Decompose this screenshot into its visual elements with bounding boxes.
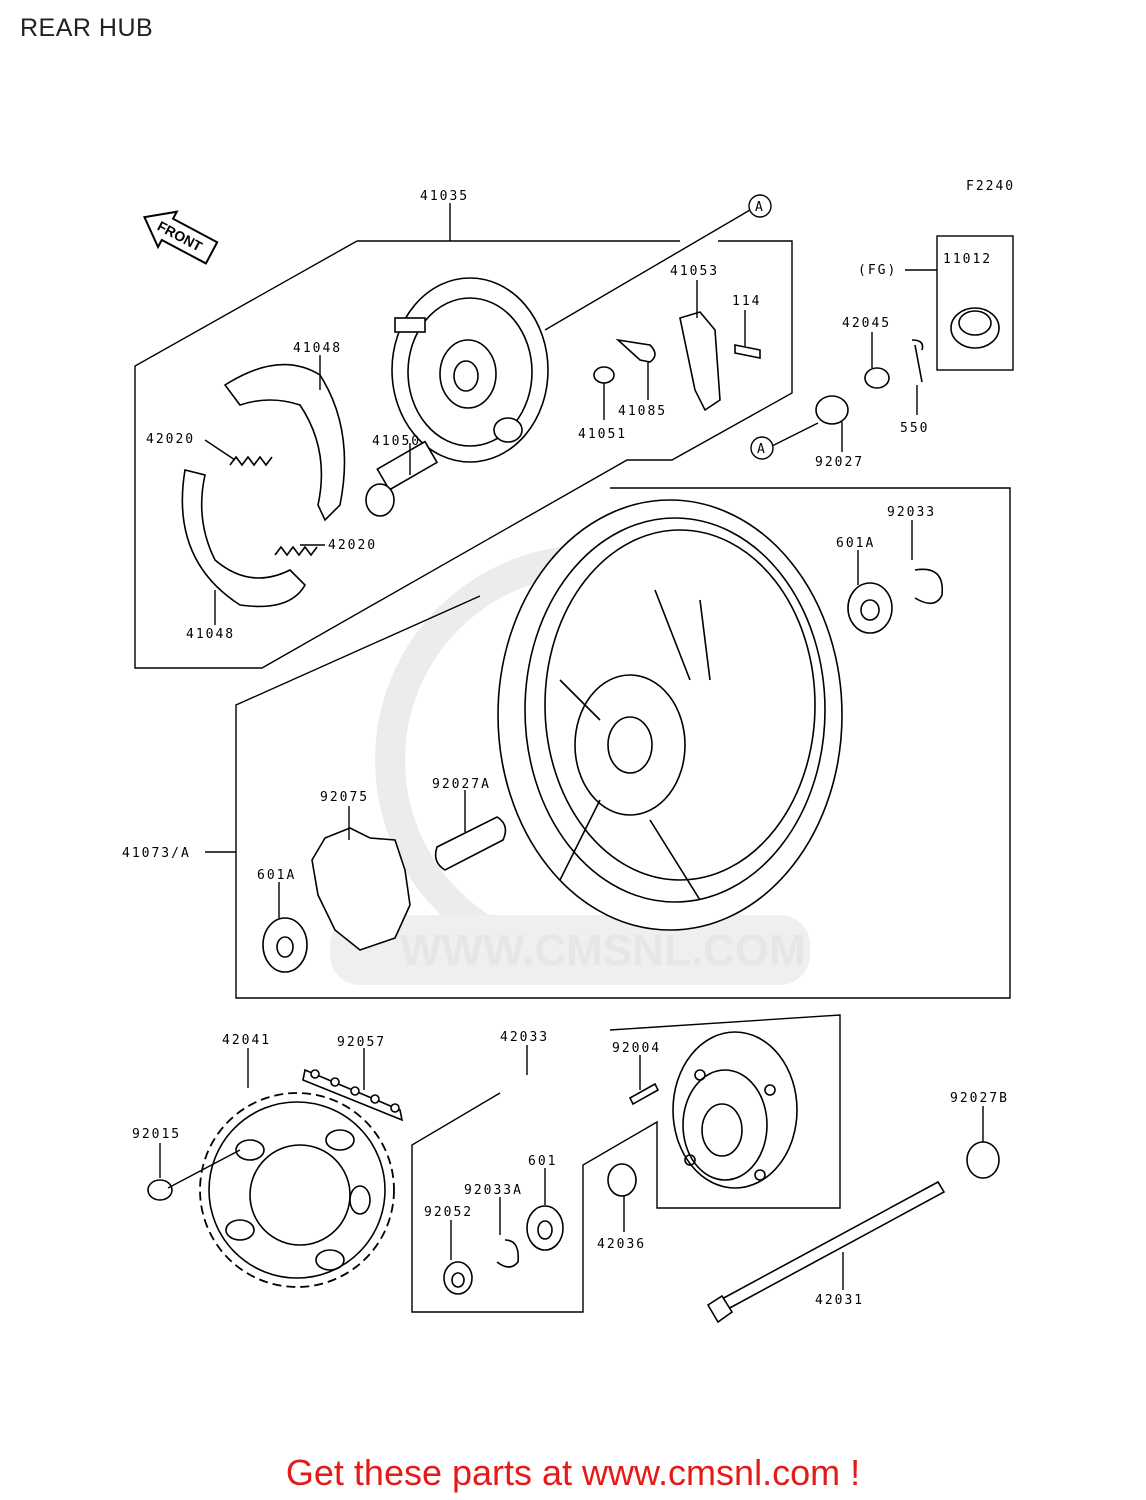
leader-92015-to-sprocket — [167, 1149, 241, 1189]
nut-42045 — [864, 367, 890, 389]
spring-upper-icon — [229, 455, 273, 467]
label-41050: 41050 — [372, 434, 421, 449]
front-arrow-icon: FRONT — [142, 210, 219, 265]
figure-code: F2240 — [966, 179, 1015, 194]
label-42041: 42041 — [222, 1033, 271, 1048]
bearing-601 — [526, 1205, 564, 1251]
label-41085: 41085 — [618, 404, 667, 419]
bearing-601a-upper — [847, 582, 893, 634]
brake-group-outline-right — [134, 240, 793, 669]
label-92004: 92004 — [612, 1041, 661, 1056]
page-title: REAR HUB — [20, 14, 154, 42]
label-42045: 42045 — [842, 316, 891, 331]
axle-42031 — [706, 1180, 946, 1324]
fg-label: (FG) — [858, 263, 897, 278]
seal-92052-inner — [451, 1272, 465, 1288]
exploded-parts-diagram: WWW.CMSNL.COM F2240 FRONT 41035 A 41048 … — [122, 179, 1015, 1324]
ref-marker-a-mid-text: A — [757, 442, 767, 457]
rear-sprocket-42041 — [199, 1092, 395, 1288]
label-92052: 92052 — [424, 1205, 473, 1220]
collar-11012 — [950, 307, 1000, 349]
hub-group-outline — [411, 1014, 841, 1313]
label-92027b: 92027B — [950, 1091, 1009, 1106]
label-42036: 42036 — [597, 1237, 646, 1252]
seal-92052 — [443, 1261, 473, 1295]
bearing-601a-upper-inner — [860, 599, 880, 621]
label-41053: 41053 — [670, 264, 719, 279]
ref-marker-a-top-text: A — [755, 200, 765, 215]
label-92057: 92057 — [337, 1035, 386, 1050]
label-601a-lower: 601A — [257, 868, 296, 883]
wear-indicator-41085 — [615, 338, 656, 363]
collar-92027b — [966, 1141, 1000, 1179]
hub-damper-92075 — [311, 827, 411, 951]
leader-a-mid — [771, 422, 819, 447]
cotter-pin-550 — [911, 339, 924, 383]
label-41048-lower: 41048 — [186, 627, 235, 642]
label-601a-upper: 601A — [836, 536, 875, 551]
spring-lower-icon — [274, 545, 318, 557]
label-42033: 42033 — [500, 1030, 549, 1045]
leader-42020a — [204, 439, 236, 461]
stud-chain-92057 — [302, 1068, 404, 1122]
label-42031: 42031 — [815, 1293, 864, 1308]
seal-41051 — [593, 366, 615, 384]
collar-92027a — [434, 816, 507, 871]
brake-shoe-lower — [181, 469, 306, 608]
bearing-601a-lower — [262, 917, 308, 973]
watermark-text: WWW.CMSNL.COM — [400, 926, 806, 975]
label-550: 550 — [900, 421, 929, 436]
leader-a-top — [544, 209, 751, 331]
label-11012: 11012 — [943, 252, 992, 267]
circlip-92033a — [496, 1239, 520, 1268]
circlip-92033 — [914, 568, 944, 605]
label-92033: 92033 — [887, 505, 936, 520]
spacer-92027 — [815, 395, 849, 425]
wheel-group-outline — [235, 487, 1011, 999]
ref-marker-a-mid — [750, 436, 774, 460]
label-92027a: 92027A — [432, 777, 491, 792]
label-92075: 92075 — [320, 790, 369, 805]
label-92027: 92027 — [815, 455, 864, 470]
label-42020-lower: 42020 — [328, 538, 377, 553]
bearing-601a-lower-inner — [276, 936, 294, 958]
bearing-601-inner — [537, 1220, 553, 1240]
label-41051: 41051 — [578, 427, 627, 442]
label-41035: 41035 — [420, 189, 469, 204]
rear-wheel — [497, 499, 843, 931]
collar-42036 — [607, 1163, 637, 1197]
brake-shoe-upper — [223, 363, 346, 522]
collar-11012-inner — [958, 310, 992, 336]
label-41073-a: 41073/A — [122, 846, 191, 861]
nut-92015 — [147, 1179, 173, 1201]
label-42020-upper: 42020 — [146, 432, 195, 447]
brake-panel — [391, 277, 549, 463]
label-41048-upper: 41048 — [293, 341, 342, 356]
cam-lever-41053 — [679, 311, 721, 412]
sprocket-coupling-42033 — [672, 1031, 798, 1189]
fg-box — [936, 235, 1014, 371]
ref-marker-a-top — [748, 194, 772, 218]
label-92033a: 92033A — [464, 1183, 523, 1198]
label-92015: 92015 — [132, 1127, 181, 1142]
bolt-114 — [734, 344, 761, 359]
label-114: 114 — [732, 294, 761, 309]
stud-92004 — [628, 1082, 660, 1106]
label-601: 601 — [528, 1154, 557, 1169]
footer-link[interactable]: Get these parts at www.cmsnl.com ! — [285, 1452, 861, 1493]
brake-cam — [365, 440, 439, 517]
